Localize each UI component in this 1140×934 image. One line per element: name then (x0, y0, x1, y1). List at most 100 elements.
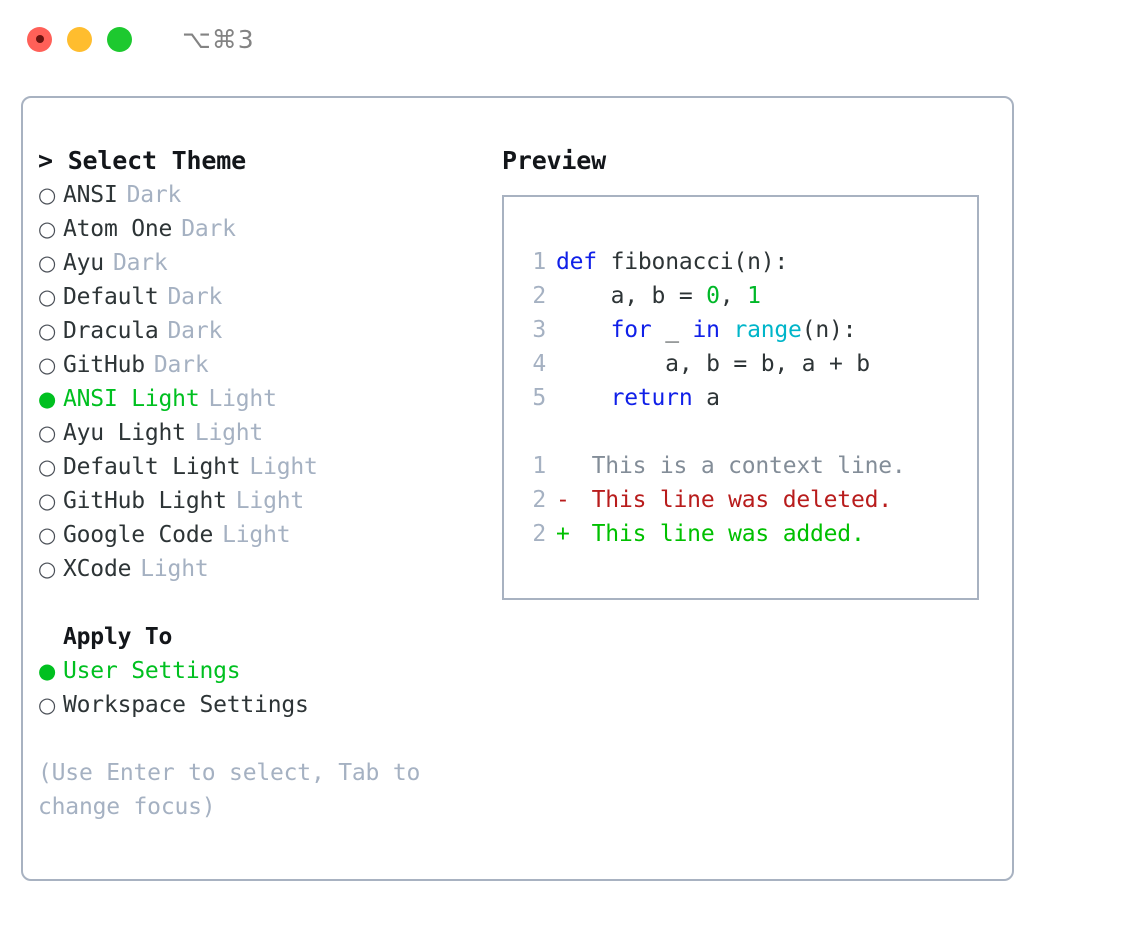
diff-line-number: 1 (532, 453, 546, 479)
line-number: 1 (532, 249, 546, 275)
line-number: 5 (532, 385, 546, 411)
radio-unselected-icon[interactable]: ○ (38, 523, 57, 547)
theme-variant-label: Dark (153, 352, 209, 378)
code-token-kw: in (692, 317, 720, 343)
radio-unselected-icon[interactable]: ○ (38, 557, 57, 581)
code-token-plain (556, 385, 611, 411)
code-line-text: a, b = b, a + b (556, 347, 870, 381)
apply-to-option-row[interactable]: ○Workspace Settings (38, 688, 488, 722)
theme-name-label: Default Light (63, 454, 241, 480)
code-line: 2 a, b = 0, 1 (520, 279, 977, 313)
theme-name-label: Default (63, 284, 159, 310)
theme-name-label: GitHub (63, 352, 145, 378)
radio-unselected-icon[interactable]: ○ (38, 353, 57, 377)
code-token-plain: a, b = b, a + b (556, 351, 870, 377)
radio-unselected-icon[interactable]: ○ (38, 183, 57, 207)
theme-name-label: GitHub Light (63, 488, 227, 514)
code-line-text: a, b = 0, 1 (556, 279, 761, 313)
radio-unselected-icon[interactable]: ○ (38, 693, 57, 717)
theme-option-row[interactable]: ○Google Code Light (38, 518, 488, 552)
code-line-text: for _ in range(n): (556, 313, 857, 347)
theme-name-label: Ayu Light (63, 420, 186, 446)
code-token-plain: (n): (801, 317, 857, 343)
code-token-plain: a (692, 385, 720, 411)
theme-option-row[interactable]: ●ANSI Light Light (38, 382, 488, 416)
radio-selected-icon[interactable]: ● (38, 387, 57, 411)
diff-line-del: 2- This line was deleted. (520, 483, 977, 517)
keyboard-shortcut-label: ⌥⌘3 (182, 24, 255, 54)
theme-name-label: ANSI Light (63, 386, 200, 412)
theme-name-label: Google Code (63, 522, 214, 548)
code-token-plain: fibonacci(n): (596, 249, 789, 275)
theme-variant-label: Dark (167, 284, 223, 310)
minimize-window-button[interactable] (67, 26, 92, 52)
code-token-fn: range (733, 317, 802, 343)
radio-unselected-icon[interactable]: ○ (38, 251, 57, 275)
theme-name-label: XCode (63, 556, 132, 582)
apply-to-list[interactable]: ●User Settings○Workspace Settings (38, 654, 488, 722)
theme-variant-label: Light (208, 386, 277, 412)
diff-sign-marker: + (556, 521, 570, 547)
code-token-kw: for (610, 317, 652, 343)
theme-option-row[interactable]: ○Atom One Dark (38, 212, 488, 246)
apply-to-option-row[interactable]: ●User Settings (38, 654, 488, 688)
theme-variant-label: Dark (181, 216, 236, 242)
radio-unselected-icon[interactable]: ○ (38, 455, 57, 479)
diff-line-text: This is a context line. (578, 453, 906, 479)
code-token-plain: _ (651, 317, 693, 343)
radio-unselected-icon[interactable]: ○ (38, 319, 57, 343)
theme-option-row[interactable]: ○XCode Light (38, 552, 488, 586)
theme-option-row[interactable]: ○Default Dark (38, 280, 488, 314)
theme-variant-label: Dark (112, 250, 168, 276)
theme-name-label: Dracula (63, 318, 159, 344)
theme-variant-label: Light (194, 420, 264, 446)
code-token-plain (556, 317, 611, 343)
apply-to-label: User Settings (63, 658, 241, 684)
theme-variant-label: Dark (126, 182, 182, 208)
code-token-plain (720, 317, 734, 343)
line-number: 2 (532, 283, 546, 309)
diff-sign-marker: - (556, 487, 570, 513)
code-line: 1 def fibonacci(n): (520, 245, 977, 279)
section-spacer (38, 586, 488, 620)
theme-option-row[interactable]: ○GitHub Light Light (38, 484, 488, 518)
code-token-num: 0 (706, 283, 720, 309)
diff-line-number: 2 (532, 521, 546, 547)
theme-variant-label: Light (140, 556, 209, 582)
diff-line-text: This line was deleted. (578, 487, 892, 513)
preview-header: Preview (502, 146, 606, 175)
theme-option-row[interactable]: ○Ayu Light Light (38, 416, 488, 450)
radio-selected-icon[interactable]: ● (38, 659, 57, 683)
theme-variant-label: Light (235, 488, 305, 514)
theme-option-row[interactable]: ○ANSI Dark (38, 178, 488, 212)
code-token-kw: return (610, 385, 693, 411)
select-theme-header: > Select Theme (38, 146, 246, 175)
theme-name-label: Atom One (63, 216, 173, 242)
maximize-window-button[interactable] (107, 26, 132, 52)
diff-line-add: 2 + This line was added. (520, 517, 977, 551)
theme-variant-label: Light (222, 522, 291, 548)
theme-name-label: ANSI (63, 182, 118, 208)
window-controls (27, 26, 132, 52)
diff-line-number: 2 (532, 487, 546, 513)
code-token-kw: def (556, 249, 597, 275)
radio-unselected-icon[interactable]: ○ (38, 217, 57, 241)
close-window-button[interactable] (27, 26, 52, 52)
radio-unselected-icon[interactable]: ○ (38, 421, 57, 445)
title-bar: ⌥⌘3 (0, 0, 1140, 78)
code-line: 4 a, b = b, a + b (520, 347, 977, 381)
diff-line-text: This line was added. (578, 521, 865, 547)
radio-unselected-icon[interactable]: ○ (38, 489, 57, 513)
theme-option-row[interactable]: ○GitHub Dark (38, 348, 488, 382)
radio-unselected-icon[interactable]: ○ (38, 285, 57, 309)
